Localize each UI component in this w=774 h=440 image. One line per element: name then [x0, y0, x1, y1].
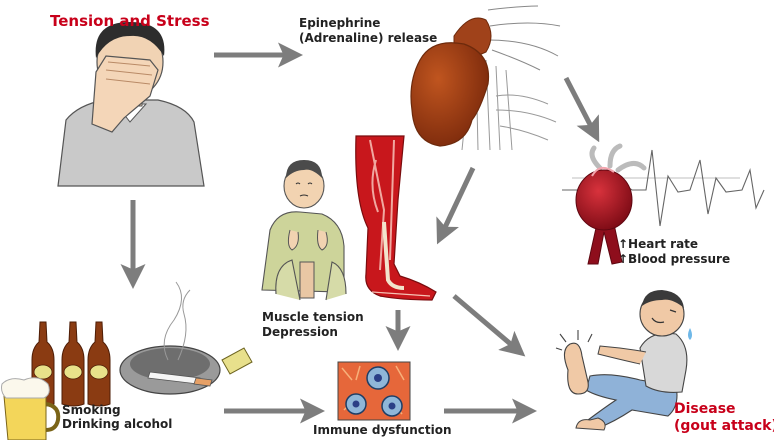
heart-rate-label: ↑Heart rate: [618, 237, 699, 251]
depression-label: Depression: [262, 325, 338, 339]
leg-muscle-illustration: [355, 135, 437, 301]
disease-label: Disease: [674, 401, 736, 417]
smoking-label: Smoking: [62, 403, 121, 417]
gout-patient-illustration: [555, 290, 692, 431]
gout-attack-label: (gout attack): [674, 418, 774, 434]
depressed-man-illustration: [261, 160, 347, 301]
epinephrine-label-line1: Epinephrine: [299, 16, 381, 30]
arrow-muscle-to-disease: [452, 294, 526, 357]
arrow-adrenal-to-heart: [563, 76, 600, 143]
stressed-man-illustration: [57, 22, 205, 187]
beer-bottles-illustration: [1, 321, 111, 440]
ashtray-cigarette-illustration: [119, 281, 253, 395]
adrenal-kidney-illustration: [410, 5, 561, 151]
muscle-tension-label: Muscle tension: [262, 310, 364, 324]
blood-pressure-label: ↑Blood pressure: [618, 252, 731, 266]
flow-arrows: [120, 42, 600, 424]
arrow-adrenal-to-muscle: [436, 166, 476, 245]
drinking-label: Drinking alcohol: [62, 417, 173, 431]
stress-title: Tension and Stress: [50, 12, 210, 30]
immune-dysfunction-label: Immune dysfunction: [313, 423, 452, 437]
epinephrine-label-line2: (Adrenaline) release: [299, 31, 438, 45]
immune-cells-illustration: [337, 361, 411, 421]
heart-ecg-illustration: [562, 143, 765, 265]
